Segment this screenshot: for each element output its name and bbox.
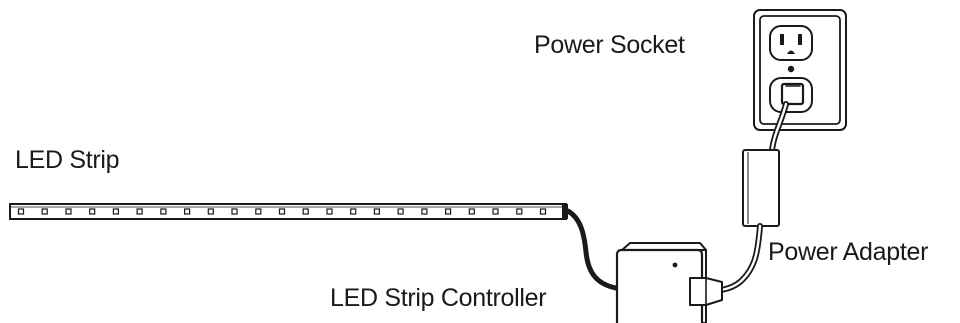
led-strip-label: LED Strip <box>15 146 120 174</box>
led-chip <box>350 208 357 215</box>
led-strip-controller <box>615 242 723 323</box>
power-socket <box>753 9 847 131</box>
led-chip <box>373 208 380 215</box>
led-chip <box>207 208 214 215</box>
dc-connector-icon <box>689 277 723 306</box>
controller-indicator-icon <box>672 262 678 268</box>
led-chips <box>17 208 547 215</box>
power-adapter-label: Power Adapter <box>768 238 929 266</box>
led-chip <box>278 208 286 215</box>
plug-icon <box>780 82 805 106</box>
led-chip <box>302 208 309 215</box>
led-chip <box>17 208 25 215</box>
strip-to-controller-cable <box>565 208 619 291</box>
wall-plate <box>759 15 841 125</box>
led-chip <box>445 208 452 215</box>
led-chip <box>255 208 262 215</box>
lower-outlet-icon <box>769 77 813 113</box>
led-chip <box>421 208 428 215</box>
led-chip <box>231 208 238 215</box>
led-chip <box>89 208 96 215</box>
wall-plate-back <box>753 9 847 131</box>
led-chip <box>184 208 191 215</box>
power-socket-label: Power Socket <box>534 31 685 59</box>
led-chip <box>397 208 404 215</box>
led-chip <box>112 208 120 215</box>
led-chip <box>326 208 333 215</box>
led-chip <box>41 208 48 215</box>
led-strip-controller-label: LED Strip Controller <box>330 284 547 312</box>
led-chip <box>516 208 523 215</box>
led-chip <box>468 208 475 215</box>
plate-screw-icon <box>787 65 795 73</box>
led-chip <box>136 208 143 215</box>
led-chip <box>539 208 547 215</box>
upper-outlet-icon <box>769 25 813 61</box>
led-strip <box>9 203 568 220</box>
led-chip <box>65 208 72 215</box>
led-chip <box>160 208 167 215</box>
power-adapter <box>742 149 780 227</box>
led-chip <box>492 208 499 215</box>
